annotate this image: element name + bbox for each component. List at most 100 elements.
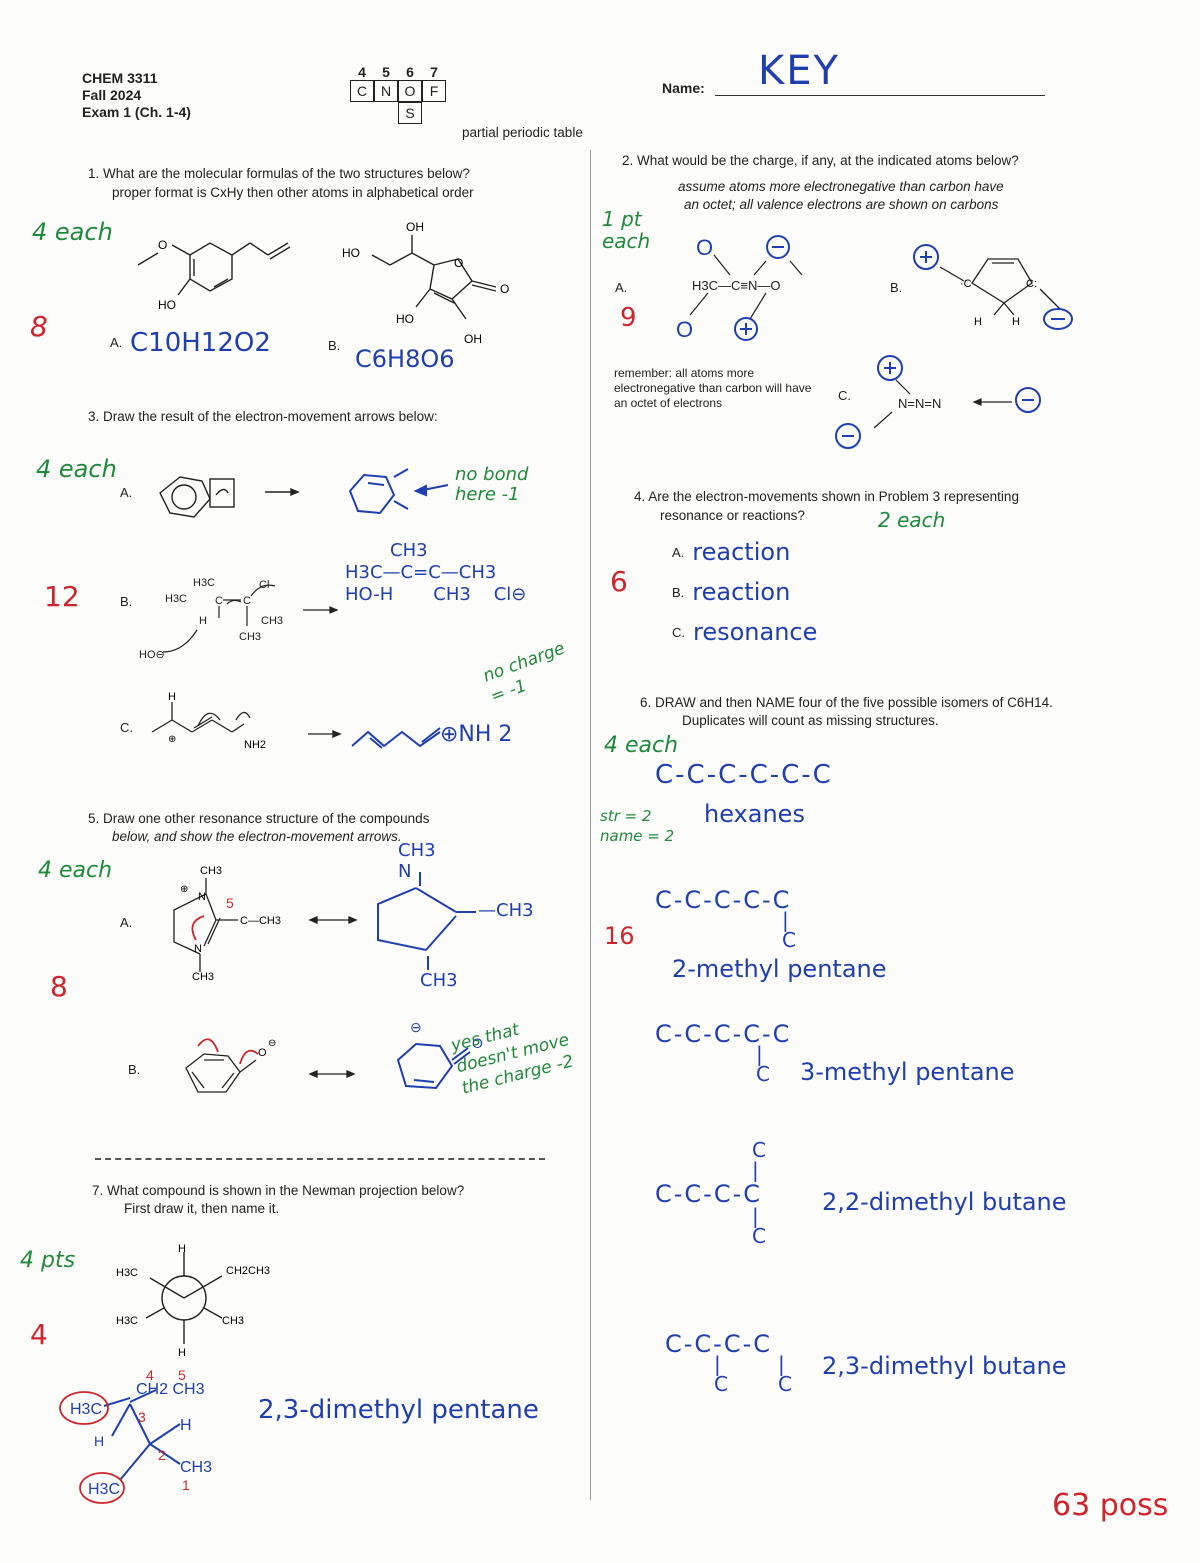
q3b-reaction: H3C H3C C C Cl CH3 CH3 H HO⊖	[139, 577, 339, 661]
q4-answer-label: A.	[672, 544, 685, 560]
svg-text:O: O	[454, 256, 463, 270]
q1-grading: 4 each	[32, 218, 113, 246]
svg-text:H: H	[974, 316, 982, 328]
svg-text:5: 5	[226, 895, 234, 911]
q3a-label: A.	[120, 485, 133, 500]
svg-text:CH2CH3: CH2CH3	[226, 1265, 270, 1277]
q4-answer-label: C.	[672, 624, 685, 640]
q7-newman-projection: H H3C CH2CH3 H3C CH3 H	[116, 1243, 270, 1359]
q6-isomer-5-branch-1: |C	[714, 1352, 728, 1396]
q1b-structure: OH HO O O HO OH	[342, 220, 509, 345]
svg-text:CH3: CH3	[239, 631, 261, 643]
svg-text:H3C: H3C	[116, 1315, 138, 1327]
svg-text:⊖: ⊖	[268, 1038, 276, 1049]
q4-answer-row: A. reaction	[672, 532, 817, 572]
exam-title: Exam 1 (Ch. 1-4)	[82, 104, 191, 120]
q5-subtext: below, and show the electron-movement ar…	[112, 829, 402, 844]
periodic-number: 5	[382, 64, 390, 80]
q4-text: 4. Are the electron-movements shown in P…	[634, 489, 1019, 504]
svg-text:Cl: Cl	[259, 579, 269, 591]
name-line	[715, 95, 1045, 96]
svg-text:⊕: ⊕	[168, 734, 176, 745]
q4-answers: A. reaction B. reaction C. resonance	[672, 532, 817, 652]
q5-grading: 4 each	[38, 858, 113, 883]
svg-text:⊕: ⊕	[180, 884, 188, 895]
q4-score: 6	[610, 565, 628, 598]
course-title: CHEM 3311 Fall 2024 Exam 1 (Ch. 1-4)	[82, 70, 191, 121]
q6-isomer-3-name: 3-methyl pentane	[800, 1058, 1015, 1086]
q1a-label: A.	[110, 335, 123, 350]
periodic-caption: partial periodic table	[462, 125, 583, 140]
svg-text:1: 1	[182, 1477, 190, 1493]
svg-text:HO: HO	[342, 246, 360, 260]
svg-text:C—CH3: C—CH3	[240, 915, 281, 927]
q2a-annotations: O O	[676, 235, 803, 342]
svg-text:C: C	[215, 595, 223, 607]
q4-grading: 2 each	[878, 508, 946, 532]
q4-answer-row: C. resonance	[672, 612, 817, 652]
q6-score: 16	[604, 922, 635, 950]
svg-text:H3C: H3C	[70, 1401, 102, 1418]
q2-grading: 1 pt each	[602, 207, 651, 253]
svg-text:CH3: CH3	[192, 971, 214, 983]
q2c-label: C.	[838, 388, 851, 403]
svg-text:·C: ·C	[960, 278, 972, 290]
course-code: CHEM 3311	[82, 70, 158, 86]
svg-text:H: H	[168, 691, 176, 703]
q6-isomer-5-branch-2: |C	[778, 1352, 792, 1396]
svg-text:CH3: CH3	[200, 865, 222, 877]
svg-text:O: O	[258, 1047, 267, 1059]
svg-text:H: H	[178, 1347, 186, 1359]
q2a-label: A.	[615, 280, 628, 295]
q3a-note: no bond here -1	[455, 464, 529, 505]
q6-grading-detail: str = 2 name = 2	[600, 807, 675, 845]
svg-text:O: O	[696, 235, 713, 260]
svg-text:C:: C:	[1026, 278, 1037, 290]
q7-grading: 4 pts	[20, 1248, 76, 1273]
q1-subtext: proper format is CxHy then other atoms i…	[112, 185, 474, 200]
svg-text:CH3: CH3	[180, 1459, 212, 1476]
q2-subtext-2: an octet; all valence electrons are show…	[684, 197, 999, 212]
svg-text:HO: HO	[396, 312, 414, 326]
q4-answer-value: reaction	[692, 578, 791, 606]
q6-isomer-2-structure: C-C-C-C-C	[655, 886, 792, 914]
q6-subtext: Duplicates will count as missing structu…	[682, 713, 939, 728]
q5-score: 8	[50, 970, 68, 1003]
q6-isomer-4-branch-top: C|	[752, 1138, 766, 1182]
svg-text:2: 2	[158, 1447, 166, 1463]
q7-answer: 2,3-dimethyl pentane	[258, 1395, 539, 1425]
q1-score: 8	[30, 310, 48, 343]
q6-isomer-3-structure: C-C-C-C-C	[655, 1020, 792, 1048]
q4-answer-value: resonance	[693, 618, 818, 646]
svg-text:H: H	[178, 1243, 186, 1255]
svg-text:H: H	[94, 1433, 104, 1449]
svg-text:N: N	[194, 943, 202, 955]
svg-text:O: O	[472, 1035, 483, 1051]
column-divider	[590, 150, 591, 1500]
svg-text:H3C: H3C	[88, 1481, 120, 1498]
atom-o-label: O	[158, 238, 167, 252]
name-label: Name:	[662, 80, 705, 96]
periodic-cell: F	[422, 80, 446, 102]
q6-isomer-5-name: 2,3-dimethyl butane	[822, 1352, 1067, 1380]
q3-grading: 4 each	[36, 455, 117, 483]
svg-text:CH2 CH3: CH2 CH3	[136, 1381, 205, 1398]
q5a-product-methyl: —CH3	[478, 900, 534, 921]
q3b-product: CH3 H3C—C=C—CH3 HO-H CH3 Cl⊖	[345, 540, 527, 605]
q3a-reaction	[159, 468, 449, 518]
periodic-number: 7	[430, 64, 438, 80]
svg-text:4: 4	[146, 1367, 154, 1383]
svg-text:CH3: CH3	[222, 1315, 244, 1327]
q3c-product-label: ⊕NH 2	[440, 722, 513, 747]
q4-answer-row: B. reaction	[672, 572, 817, 612]
atom-ho-label: HO	[158, 298, 176, 312]
q3c-label: C.	[120, 720, 133, 735]
q2a-formula: H3C—C≡N—O	[692, 278, 781, 293]
svg-text:H3C: H3C	[193, 577, 215, 589]
q6-isomer-3-branch: |C	[756, 1042, 770, 1086]
q7-subtext: First draw it, then name it.	[124, 1201, 280, 1216]
q6-isomer-2-branch: |C	[782, 908, 796, 952]
q2b-structure: ·C C: H H	[913, 244, 1073, 330]
svg-text:N: N	[198, 891, 206, 903]
